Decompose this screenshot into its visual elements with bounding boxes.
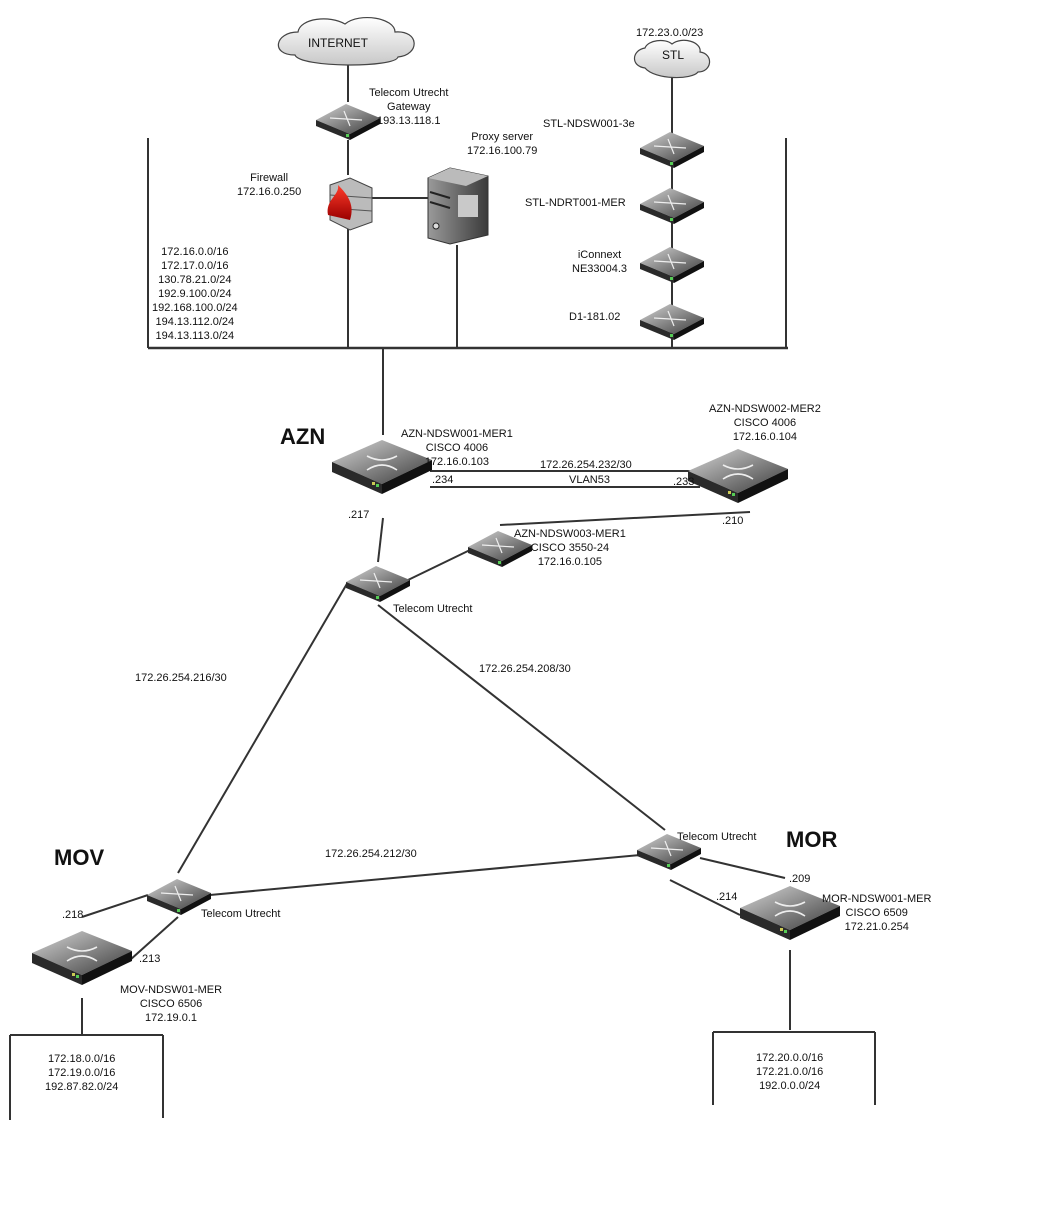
site-mor-label: MOR xyxy=(786,827,838,852)
network-item: 192.168.100.0/24 xyxy=(152,302,238,314)
stl-ndrt001-icon xyxy=(640,187,704,224)
iconnext-label: iConnext NE33004.3 xyxy=(572,248,627,276)
proxy-ip: 172.16.100.79 xyxy=(467,145,538,157)
telecom-utrecht-mov-label: Telecom Utrecht xyxy=(201,908,281,920)
azn2-name: AZN-NDSW002-MER2 xyxy=(709,403,821,415)
azn3-ip: 172.16.0.105 xyxy=(537,556,603,568)
core-networks-list: 172.16.0.0/16 172.17.0.0/16 130.78.21.0/… xyxy=(152,245,238,343)
azn-vlan-subnet-label: 172.26.254.232/30 xyxy=(540,459,632,471)
telecom-utrecht-azn-label: Telecom Utrecht xyxy=(393,603,473,615)
gateway-ip: 193.13.118.1 xyxy=(377,115,441,127)
azn2-model: CISCO 4006 xyxy=(733,417,797,429)
interface-214-label: .214 xyxy=(716,891,738,903)
stl-cloud xyxy=(633,39,711,79)
azn-ndsw002-icon xyxy=(688,448,788,503)
firewall-label: Firewall 172.16.0.250 xyxy=(237,171,301,199)
azn3-name: AZN-NDSW003-MER1 xyxy=(514,528,626,540)
network-item: 172.18.0.0/16 xyxy=(48,1053,116,1065)
network-item: 194.13.112.0/24 xyxy=(155,316,235,328)
telecom-utrecht-azn-icon xyxy=(346,565,410,602)
mor-ip: 172.21.0.254 xyxy=(844,921,909,933)
mov-networks-list: 172.18.0.0/16 172.19.0.0/16 192.87.82.0/… xyxy=(45,1052,118,1094)
azn2-ip: 172.16.0.104 xyxy=(732,431,798,443)
link-212-label: 172.26.254.212/30 xyxy=(325,848,417,860)
stl-ndrt001-label: STL-NDRT001-MER xyxy=(525,197,626,209)
gateway-label: Telecom Utrecht Gateway 193.13.118.1 xyxy=(369,86,448,128)
interface-217-label: .217 xyxy=(348,509,370,521)
network-item: 194.13.113.0/24 xyxy=(155,330,235,342)
interface-209-label: .209 xyxy=(789,873,811,885)
gateway-role: Gateway xyxy=(387,101,431,113)
network-item: 172.17.0.0/16 xyxy=(161,260,229,272)
stl-subnet-label: 172.23.0.0/23 xyxy=(636,27,704,39)
mov-ndsw01-icon xyxy=(32,930,132,985)
stl-label: STL xyxy=(662,48,685,62)
firewall-icon xyxy=(327,177,373,231)
mov-name: MOV-NDSW01-MER xyxy=(120,984,223,996)
mov-lan-frame xyxy=(9,1034,164,1120)
iconnext-name: iConnext xyxy=(577,249,622,261)
mor-ndsw001-label: MOR-NDSW001-MER CISCO 6509 172.21.0.254 xyxy=(822,892,931,934)
azn-vlan-label: VLAN53 xyxy=(569,474,610,486)
mor-model: CISCO 6509 xyxy=(845,907,908,919)
azn3-model: CISCO 3550-24 xyxy=(530,542,610,554)
proxy-server-icon xyxy=(427,167,489,245)
proxy-name: Proxy server xyxy=(471,131,534,143)
interface-233-label: .233 xyxy=(673,476,695,488)
azn1-name: AZN-NDSW001-MER1 xyxy=(401,428,513,440)
link-208-label: 172.26.254.208/30 xyxy=(479,663,571,675)
network-item: 172.19.0.0/16 xyxy=(48,1067,116,1079)
gateway-name: Telecom Utrecht xyxy=(369,87,449,99)
network-item: 172.20.0.0/16 xyxy=(756,1052,824,1064)
azn1-ip: 172.16.0.103 xyxy=(424,456,490,468)
site-mov-label: MOV xyxy=(54,845,105,870)
network-item: 130.78.21.0/24 xyxy=(158,274,232,286)
site-azn-label: AZN xyxy=(280,424,326,449)
interface-213-label: .213 xyxy=(139,953,161,965)
internet-cloud xyxy=(277,17,415,66)
mov-model: CISCO 6506 xyxy=(139,998,203,1010)
network-item: 172.16.0.0/16 xyxy=(161,246,229,258)
firewall-name: Firewall xyxy=(250,172,289,184)
iconnext-id: NE33004.3 xyxy=(572,263,628,275)
network-item: 192.0.0.0/24 xyxy=(759,1080,821,1092)
azn1-model: CISCO 4006 xyxy=(425,442,489,454)
mor-lan-frame xyxy=(712,1031,876,1105)
d1-icon xyxy=(640,303,704,340)
interface-210-label: .210 xyxy=(722,515,744,527)
azn-ndsw001-label: AZN-NDSW001-MER1 CISCO 4006 172.16.0.103 xyxy=(401,427,513,469)
firewall-ip: 172.16.0.250 xyxy=(237,186,302,198)
stl-ndsw001-label: STL-NDSW001-3e xyxy=(543,118,635,130)
core-lan-frame xyxy=(147,138,788,350)
proxy-label: Proxy server 172.16.100.79 xyxy=(467,130,537,158)
mov-ndsw01-label: MOV-NDSW01-MER CISCO 6506 172.19.0.1 xyxy=(120,983,222,1025)
mov-ip: 172.19.0.1 xyxy=(145,1012,198,1024)
mor-networks-list: 172.20.0.0/16 172.21.0.0/16 192.0.0.0/24 xyxy=(756,1051,823,1093)
mor-name: MOR-NDSW001-MER xyxy=(822,893,932,905)
iconnext-icon xyxy=(640,246,704,283)
network-item: 192.87.82.0/24 xyxy=(45,1081,119,1093)
network-item: 172.21.0.0/16 xyxy=(756,1066,824,1078)
stl-ndsw001-icon xyxy=(640,131,704,168)
links xyxy=(81,60,791,1035)
link-216-label: 172.26.254.216/30 xyxy=(135,672,227,684)
internet-label: INTERNET xyxy=(308,36,368,50)
interface-234-label: .234 xyxy=(432,474,454,486)
interface-218-label: .218 xyxy=(62,909,84,921)
azn-ndsw003-label: AZN-NDSW003-MER1 CISCO 3550-24 172.16.0.… xyxy=(514,527,626,569)
d1-label: D1-181.02 xyxy=(569,311,621,323)
telecom-utrecht-mor-label: Telecom Utrecht xyxy=(677,831,757,843)
network-item: 192.9.100.0/24 xyxy=(158,288,232,300)
azn-ndsw002-label: AZN-NDSW002-MER2 CISCO 4006 172.16.0.104 xyxy=(709,402,821,444)
